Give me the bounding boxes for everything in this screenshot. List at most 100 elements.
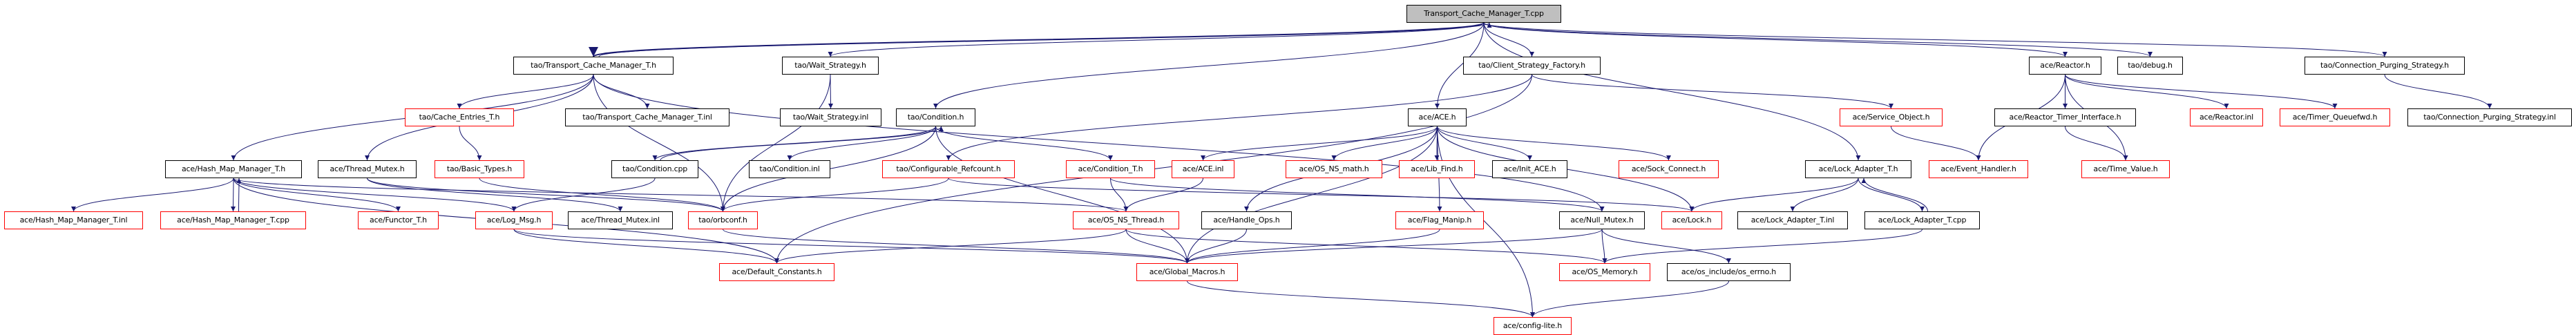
edge-wait-h-to-orbconf xyxy=(721,74,831,212)
node-csf-h[interactable]: tao/Client_Strategy_Factory.h xyxy=(1463,57,1601,75)
node-tqfwd[interactable]: ace/Timer_Queuefwd.h xyxy=(2280,108,2390,126)
node-log-msg[interactable]: ace/Log_Msg.h xyxy=(475,211,553,229)
edge-flag-manip-to-global-macros xyxy=(1185,229,1440,264)
node-time-value[interactable]: ace/Time_Value.h xyxy=(2081,160,2170,178)
node-ace-inl[interactable]: ace/ACE.inl xyxy=(1172,160,1234,178)
node-root[interactable]: Transport_Cache_Manager_T.cpp xyxy=(1406,5,1561,23)
edge-handle-ops-to-global-macros xyxy=(1185,229,1247,264)
node-wait-h[interactable]: tao/Wait_Strategy.h xyxy=(782,57,879,75)
edge-hmm-h-to-log-msg xyxy=(233,178,517,212)
edge-condition-t-to-os-ns-thread xyxy=(1110,178,1129,212)
node-cps-inl[interactable]: tao/Connection_Purging_Strategy.inl xyxy=(2407,108,2572,126)
edge-tcm-h-to-null-mutex xyxy=(593,74,1605,212)
edge-lock-adapter-cpp-to-os-memory xyxy=(1602,229,1923,264)
edge-os-errno-to-config-lite xyxy=(1530,280,1729,318)
edge-basic-types-to-orbconf xyxy=(479,178,725,212)
node-cps-h[interactable]: tao/Connection_Purging_Strategy.h xyxy=(2305,57,2465,75)
edge-root-to-reactor-h xyxy=(1483,22,2068,57)
edge-service-object-to-event-handler xyxy=(1891,126,1981,161)
node-thread-mutex-h[interactable]: ace/Thread_Mutex.h xyxy=(318,160,417,178)
node-lock-adapter-cpp[interactable]: ace/Lock_Adapter_T.cpp xyxy=(1864,211,1980,229)
node-cache-entries[interactable]: tao/Cache_Entries_T.h xyxy=(405,108,514,126)
edge-os-ns-thread-to-default-constants xyxy=(774,229,1127,264)
node-service-object[interactable]: ace/Service_Object.h xyxy=(1840,108,1943,126)
node-config-lite[interactable]: ace/config-lite.h xyxy=(1494,317,1572,335)
edge-null-mutex-to-os-errno xyxy=(1601,229,1731,264)
edge-ace-h-to-os-ns-math xyxy=(1331,126,1438,161)
node-condition-cpp[interactable]: tao/Condition.cpp xyxy=(611,160,698,178)
node-thread-mutex-inl[interactable]: ace/Thread_Mutex.inl xyxy=(568,211,673,229)
edge-root-to-lock-adapter-h xyxy=(1483,22,1861,161)
node-os-errno[interactable]: ace/os_include/os_errno.h xyxy=(1667,263,1791,281)
edge-log-msg-to-default-constants xyxy=(513,229,779,264)
edge-csf-h-to-conf-refcount xyxy=(946,74,1532,161)
node-global-macros[interactable]: ace/Global_Macros.h xyxy=(1136,263,1238,281)
node-handle-ops[interactable]: ace/Handle_Ops.h xyxy=(1201,211,1292,229)
node-reactor-h[interactable]: ace/Reactor.h xyxy=(2029,57,2101,75)
edge-cache-entries-to-basic-types xyxy=(459,126,482,161)
node-os-memory[interactable]: ace/OS_Memory.h xyxy=(1559,263,1650,281)
node-condition-t[interactable]: ace/Condition_T.h xyxy=(1066,160,1155,178)
edge-hmm-h-to-functor-t xyxy=(233,178,401,212)
edge-reactor-h-to-tqfwd xyxy=(2065,74,2338,109)
edge-thread-mutex-h-to-orbconf xyxy=(367,178,725,212)
node-event-handler[interactable]: ace/Event_Handler.h xyxy=(1929,160,2028,178)
edge-ace-h-to-sock-connect xyxy=(1437,126,1671,161)
edge-lock-adapter-h-to-lock-adapter-inl xyxy=(1790,178,1859,212)
node-debug-h[interactable]: tao/debug.h xyxy=(2117,57,2183,75)
node-tcm-inl[interactable]: tao/Transport_Cache_Manager_T.inl xyxy=(565,108,729,126)
node-rti-h[interactable]: ace/Reactor_Timer_Interface.h xyxy=(1994,108,2136,126)
node-tcm-h[interactable]: tao/Transport_Cache_Manager_T.h xyxy=(513,57,674,75)
edge-root-to-condition-h xyxy=(933,22,1485,109)
edge-root-to-csf-h xyxy=(1483,22,1534,57)
node-flag-manip[interactable]: ace/Flag_Manip.h xyxy=(1395,211,1484,229)
edge-hmm-h-to-os-ns-thread xyxy=(233,178,1129,212)
edge-null-mutex-to-global-macros xyxy=(1185,229,1603,264)
node-condition-h[interactable]: tao/Condition.h xyxy=(896,108,975,126)
edge-ace-h-to-ace-inl xyxy=(1201,126,1438,161)
node-os-ns-math[interactable]: ace/OS_NS_math.h xyxy=(1286,160,1382,178)
edge-hmm-h-to-hmm-inl xyxy=(71,178,234,212)
edge-cps-h-to-cps-inl xyxy=(2384,74,2492,109)
node-wait-inl[interactable]: tao/Wait_Strategy.inl xyxy=(780,108,881,126)
node-orbconf[interactable]: tao/orbconf.h xyxy=(688,211,758,229)
edge-tcm-h-to-tcm-inl xyxy=(593,74,650,109)
node-ace-h[interactable]: ace/ACE.h xyxy=(1408,108,1467,126)
edge-root-to-cps-h xyxy=(1483,22,2387,57)
node-sock-connect[interactable]: ace/Sock_Connect.h xyxy=(1619,160,1719,178)
edge-lock-adapter-cpp-to-lock-adapter-h xyxy=(1861,178,1928,212)
edge-reactor-h-to-reactor-inl xyxy=(2065,74,2229,109)
node-os-ns-thread[interactable]: ace/OS_NS_Thread.h xyxy=(1073,211,1179,229)
node-reactor-inl[interactable]: ace/Reactor.inl xyxy=(2190,108,2263,126)
node-init-ace[interactable]: ace/Init_ACE.h xyxy=(1492,160,1567,178)
edge-tcm-h-to-cache-entries xyxy=(457,74,594,109)
edge-thread-mutex-h-to-thread-mutex-inl xyxy=(367,178,623,212)
node-condition-inl[interactable]: tao/Condition.inl xyxy=(749,160,830,178)
node-basic-types[interactable]: tao/Basic_Types.h xyxy=(435,160,524,178)
node-null-mutex[interactable]: ace/Null_Mutex.h xyxy=(1559,211,1645,229)
edge-ace-inl-to-os-ns-thread xyxy=(1123,178,1203,212)
edge-root-to-wait-h xyxy=(828,22,1485,57)
node-functor-t[interactable]: ace/Functor_T.h xyxy=(358,211,439,229)
node-hmm-inl[interactable]: ace/Hash_Map_Manager_T.inl xyxy=(4,211,143,229)
edge-condition-cpp-to-log-msg xyxy=(511,178,656,212)
edge-tcm-h-to-orbconf xyxy=(593,74,725,212)
edge-os-ns-thread-to-os-memory xyxy=(1125,229,1607,264)
node-lock-adapter-h[interactable]: ace/Lock_Adapter_T.h xyxy=(1805,160,1911,178)
node-default-constants[interactable]: ace/Default_Constants.h xyxy=(719,263,834,281)
node-hmm-h[interactable]: ace/Hash_Map_Manager_T.h xyxy=(165,160,302,178)
edge-rti-h-to-time-value xyxy=(2065,126,2128,161)
edge-lock-adapter-h-to-lock-adapter-cpp xyxy=(1858,178,1925,212)
edge-csf-h-to-service-object xyxy=(1532,74,1893,109)
edge-ace-h-to-init-ace xyxy=(1437,126,1532,161)
edge-global-macros-to-config-lite xyxy=(1187,280,1535,318)
node-lock-adapter-inl[interactable]: ace/Lock_Adapter_T.inl xyxy=(1737,211,1848,229)
edge-log-msg-to-global-macros xyxy=(513,229,1190,264)
edge-root-to-debug-h xyxy=(1483,22,2153,57)
edge-condition-cpp-to-condition-h xyxy=(660,126,944,161)
node-conf-refcount[interactable]: tao/Configurable_Refcount.h xyxy=(882,160,1015,178)
node-lock-h[interactable]: ace/Lock.h xyxy=(1661,211,1722,229)
node-lib-find[interactable]: ace/Lib_Find.h xyxy=(1399,160,1475,178)
node-hmm-cpp[interactable]: ace/Hash_Map_Manager_T.cpp xyxy=(160,211,306,229)
